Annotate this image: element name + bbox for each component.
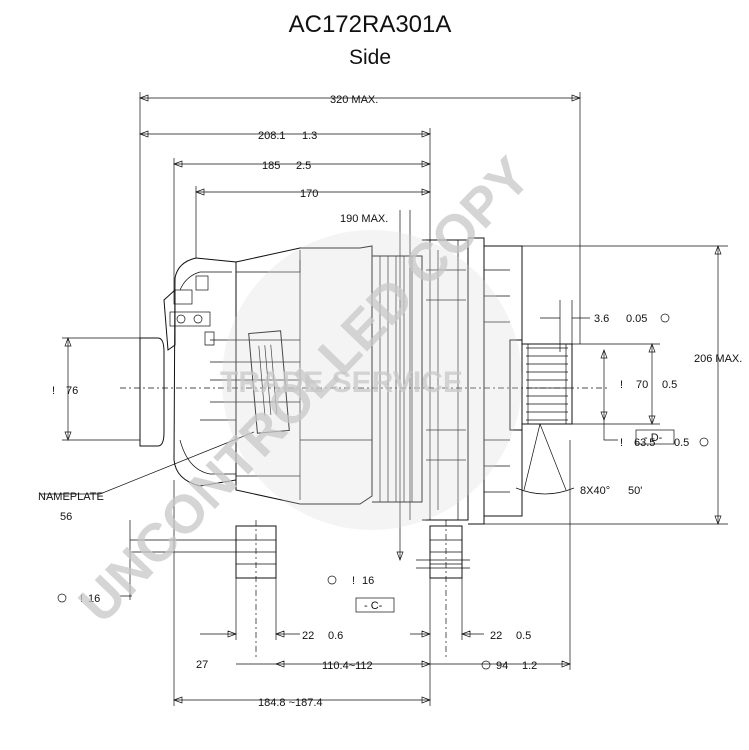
datum-c-label: - C-	[364, 600, 383, 612]
watermark-secondary: TRADE SERVICE	[220, 366, 463, 399]
watermark: UNCONTROLLED COPY TRADE SERVICE	[67, 146, 542, 634]
dim-185-tol: 2.5	[296, 160, 311, 172]
dim-208-tol: 1.3	[302, 130, 317, 142]
span-110: 110.4~112	[322, 660, 373, 672]
view-label: Side	[349, 46, 391, 69]
hole-165-symbol: !	[352, 575, 355, 587]
groove-tol: 50'	[628, 485, 642, 497]
dim-63-5: 63.5	[634, 437, 655, 449]
dim-190: 190 MAX.	[340, 213, 388, 225]
dim-3-6-tol: 0.05	[626, 313, 647, 325]
datum-d-box	[635, 429, 675, 445]
dim-3-6: 3.6	[594, 313, 609, 325]
nameplate-label: NAMEPLATE	[38, 491, 104, 503]
dimension-labels: 320 MAX. 208.1 1.3 185 2.5 170 190 MAX. …	[38, 94, 742, 709]
runout-symbol-icon	[327, 575, 337, 585]
runout-symbol-icon	[699, 437, 709, 447]
dim-206: 206 MAX.	[694, 353, 742, 365]
alternator-body	[139, 237, 573, 525]
dim-170: 170	[300, 188, 318, 200]
dim-76-symbol: !	[52, 385, 55, 397]
pulley-grooves	[526, 347, 568, 421]
datum-c-box	[355, 597, 395, 613]
nameplate	[248, 330, 290, 434]
dim-27: 27	[196, 659, 208, 671]
dim-70-symbol: !	[620, 379, 623, 391]
dim-70: 70	[636, 379, 648, 391]
dim-70-tol: 0.5	[662, 379, 677, 391]
drawing-title: AC172RA301A	[289, 11, 452, 38]
dim-185: 185	[262, 160, 280, 172]
foot-22-right-tol: 0.5	[516, 630, 531, 642]
hole-16: 16	[88, 593, 100, 605]
dim-76: 76	[66, 385, 78, 397]
span-184: 184.8 ~187.4	[258, 697, 323, 709]
foot-22-left-tol: 0.6	[328, 630, 343, 642]
mounting-feet	[235, 525, 463, 579]
dimension-lines	[40, 92, 728, 706]
dim-63-symbol: !	[620, 437, 623, 449]
hole-16-symbol: !	[80, 593, 83, 605]
dim-overall-length: 320 MAX.	[330, 94, 378, 106]
groove-spec: 8X40°	[580, 485, 610, 497]
runout-symbol-icon	[481, 660, 491, 670]
dim-94-tol: 1.2	[522, 660, 537, 672]
dim-208: 208.1	[258, 130, 286, 142]
hole-165: 16	[362, 575, 374, 587]
datum-d-label: - D-	[644, 432, 663, 444]
dim-94: 94	[496, 660, 508, 672]
nameplate-number: 56	[60, 511, 72, 523]
dim-63-5-tol: 0.5	[674, 437, 689, 449]
runout-symbol-icon	[57, 593, 67, 603]
foot-22-right: 22	[490, 630, 502, 642]
runout-symbol-icon	[660, 313, 670, 323]
foot-22-left: 22	[302, 630, 314, 642]
